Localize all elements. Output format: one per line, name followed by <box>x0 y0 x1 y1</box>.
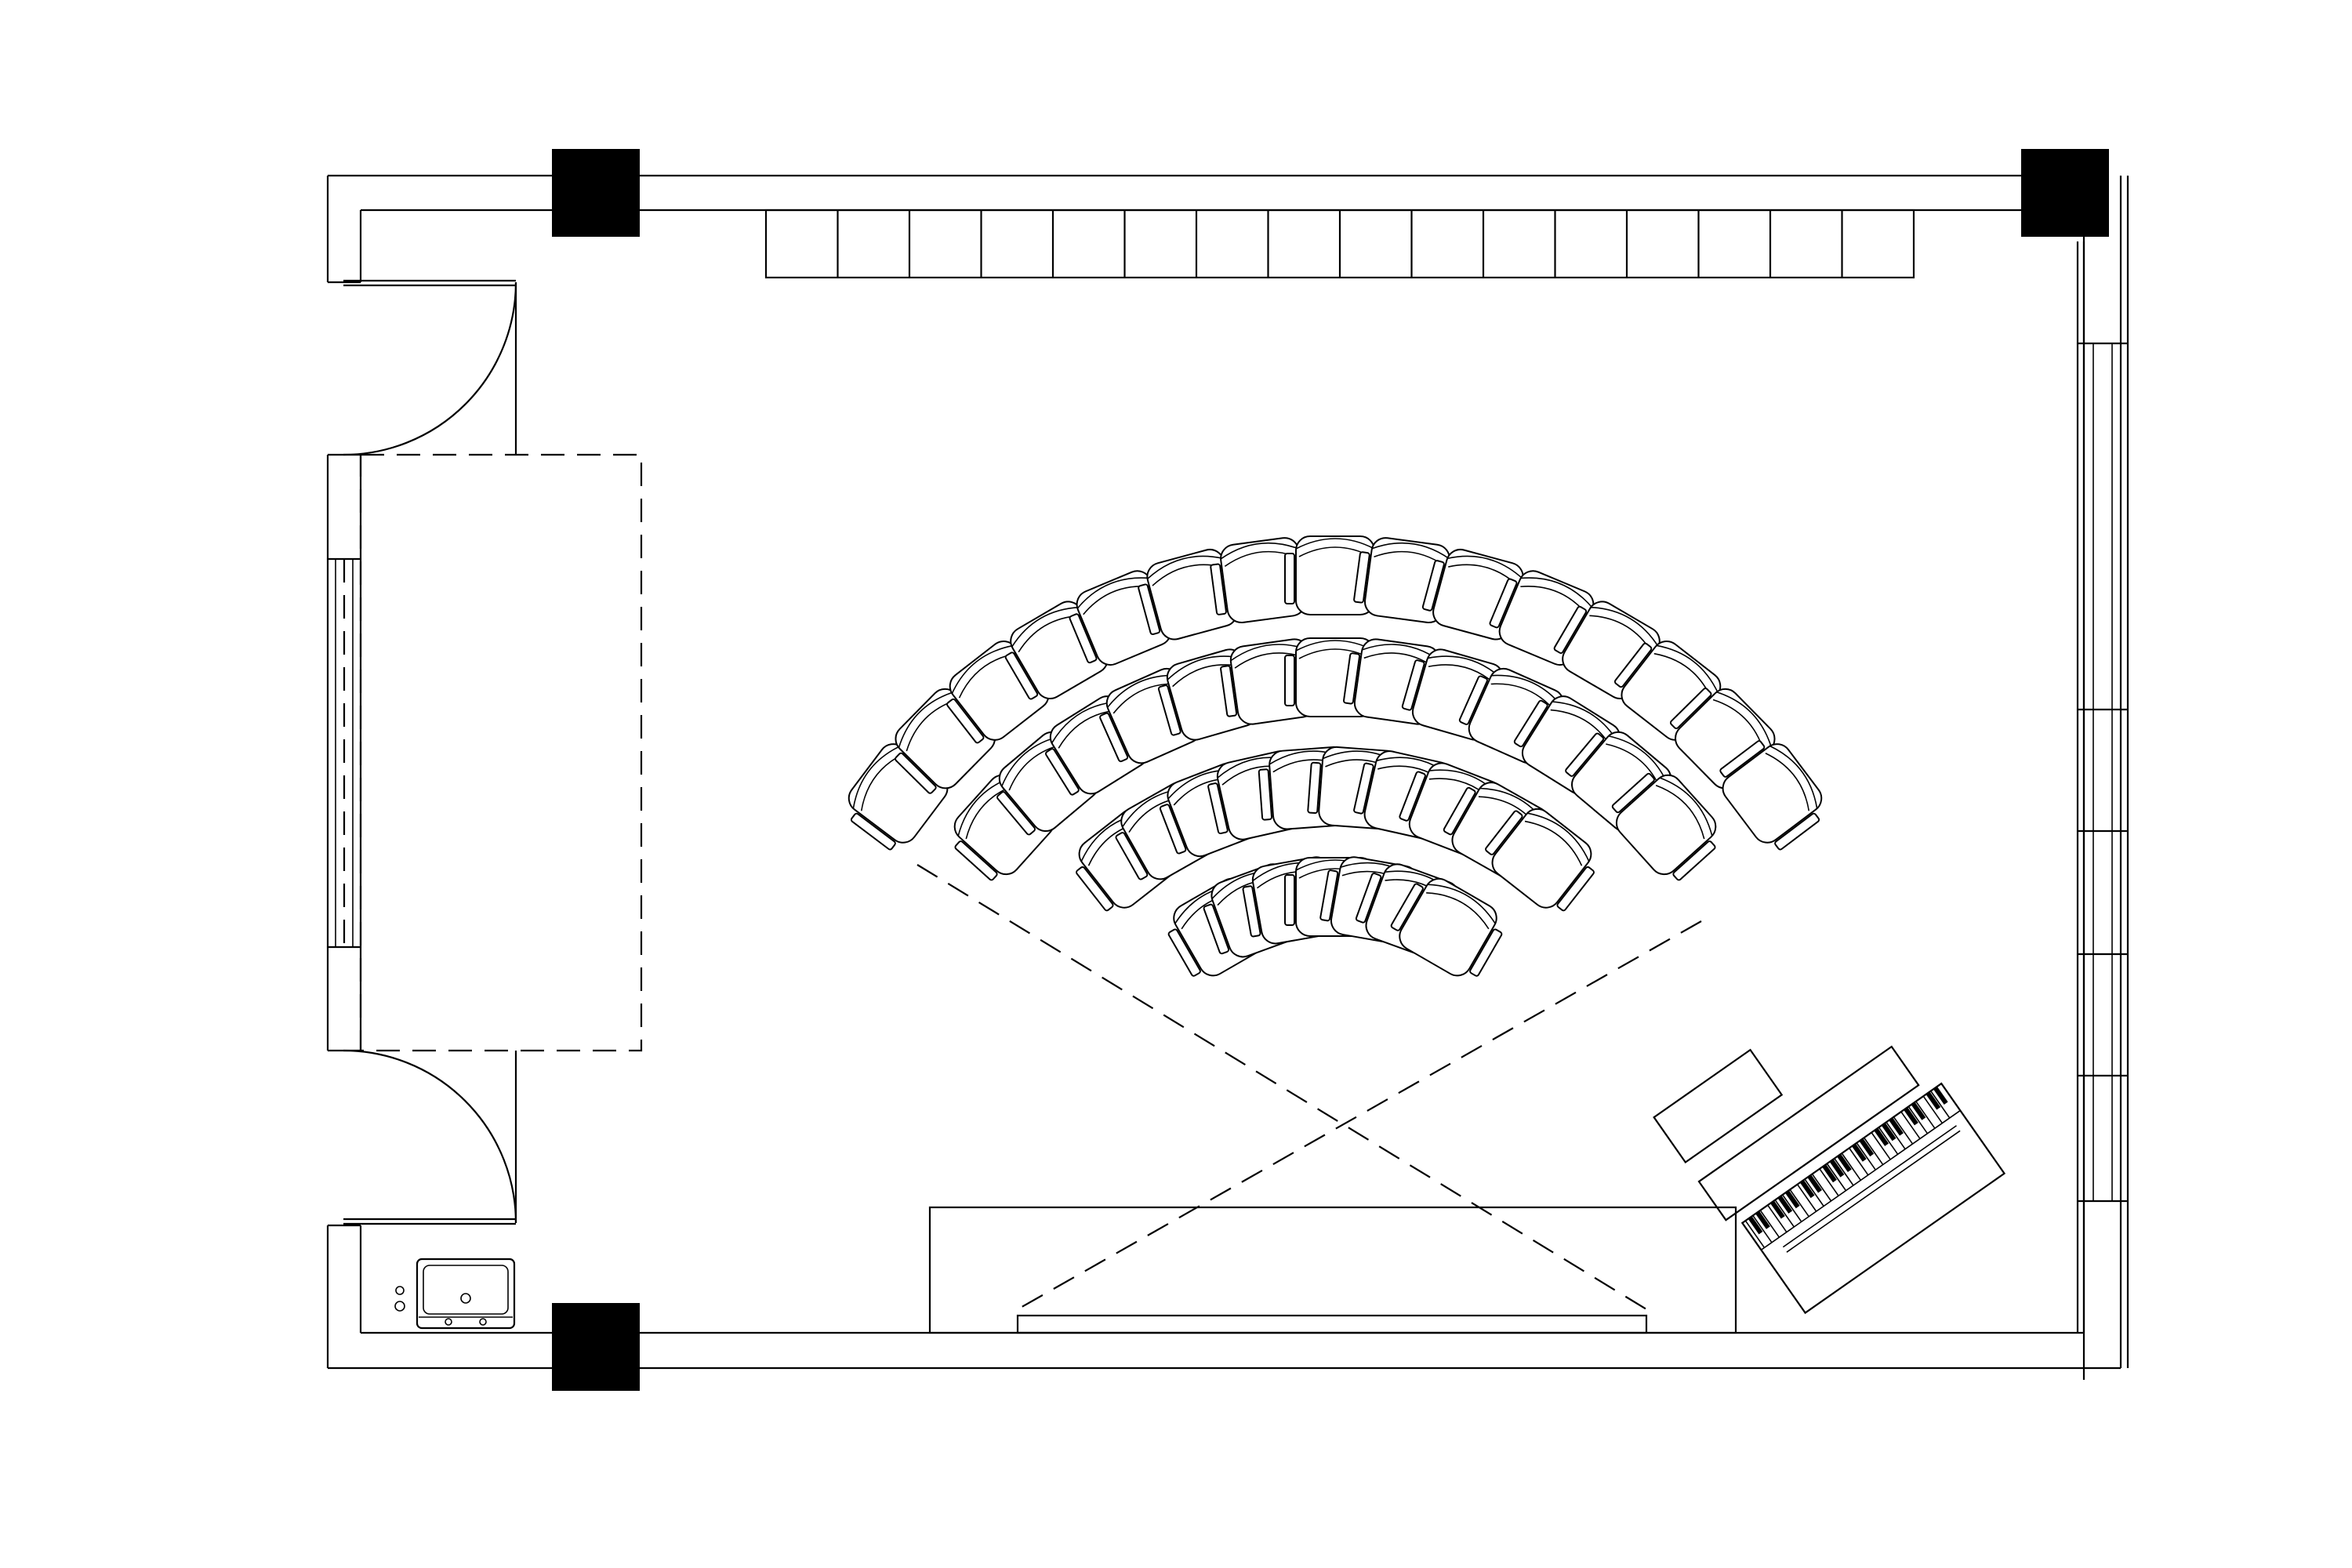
piano-key <box>1878 1127 1899 1155</box>
door-lower <box>343 1049 517 1224</box>
piano-black-key <box>1904 1107 1918 1126</box>
door-upper <box>343 281 517 456</box>
top-shelf <box>764 209 1915 279</box>
piano-black-key <box>1770 1200 1785 1219</box>
piano-black-key <box>1807 1174 1822 1193</box>
piano-key <box>1886 1121 1906 1150</box>
piano-bench <box>1653 1048 1784 1164</box>
column-top-left <box>552 149 640 237</box>
sight-lines <box>916 864 1702 1310</box>
piano-key <box>1841 1152 1862 1181</box>
piano-key <box>1767 1204 1788 1233</box>
piano-key <box>1819 1168 1839 1196</box>
piano-key <box>1774 1200 1795 1228</box>
piano-black-key <box>1829 1159 1845 1178</box>
piano-black-key <box>1881 1123 1896 1142</box>
piano-black-key <box>1837 1153 1852 1172</box>
piano-key <box>1759 1210 1780 1238</box>
piano-key <box>1907 1105 1929 1134</box>
stage <box>928 1206 1737 1334</box>
chair <box>1719 740 1823 851</box>
piano-key <box>1782 1194 1802 1222</box>
chair <box>1611 772 1717 881</box>
column-top-right <box>2021 149 2109 237</box>
dashed-area <box>359 453 643 1052</box>
piano-key <box>1849 1147 1869 1176</box>
seating-area <box>848 535 1823 977</box>
piano-key <box>1922 1095 1943 1124</box>
column-bottom-left <box>552 1303 640 1391</box>
piano-black-key <box>1777 1195 1793 1214</box>
piano-black-key <box>1755 1210 1770 1229</box>
piano-black-key <box>1852 1143 1867 1162</box>
piano-black-key <box>1933 1086 1948 1105</box>
piano-black-key <box>1784 1190 1800 1209</box>
piano-black-key <box>1799 1179 1815 1199</box>
piano-key <box>1900 1111 1921 1139</box>
piano-black-key <box>1748 1216 1763 1235</box>
chair <box>1485 808 1595 912</box>
piano-black-key <box>1874 1127 1889 1146</box>
piano-black-key <box>1822 1164 1837 1183</box>
structural-columns <box>552 149 2109 1391</box>
piano-key <box>1856 1142 1876 1171</box>
piano-black-key <box>1859 1138 1875 1157</box>
piano <box>1653 1045 2006 1315</box>
piano-keys <box>1744 1086 1951 1248</box>
piano-key <box>1930 1091 1951 1119</box>
piano-key <box>1834 1158 1854 1186</box>
piano-key <box>1752 1214 1773 1243</box>
piano-key <box>1744 1220 1766 1248</box>
piano-key <box>1893 1116 1914 1145</box>
piano-key <box>1804 1178 1824 1207</box>
chair <box>1390 877 1503 977</box>
piano-black-key <box>1889 1117 1904 1136</box>
piano-black-key <box>1911 1102 1926 1120</box>
piano-key <box>1811 1174 1832 1202</box>
piano-key <box>1915 1101 1936 1129</box>
piano-key <box>1796 1184 1817 1212</box>
piano-key <box>1826 1163 1847 1192</box>
sink <box>394 1258 516 1330</box>
piano-key <box>1871 1132 1891 1160</box>
piano-key <box>1863 1137 1884 1166</box>
piano-key <box>1789 1189 1809 1218</box>
piano-black-key <box>1926 1091 1941 1110</box>
